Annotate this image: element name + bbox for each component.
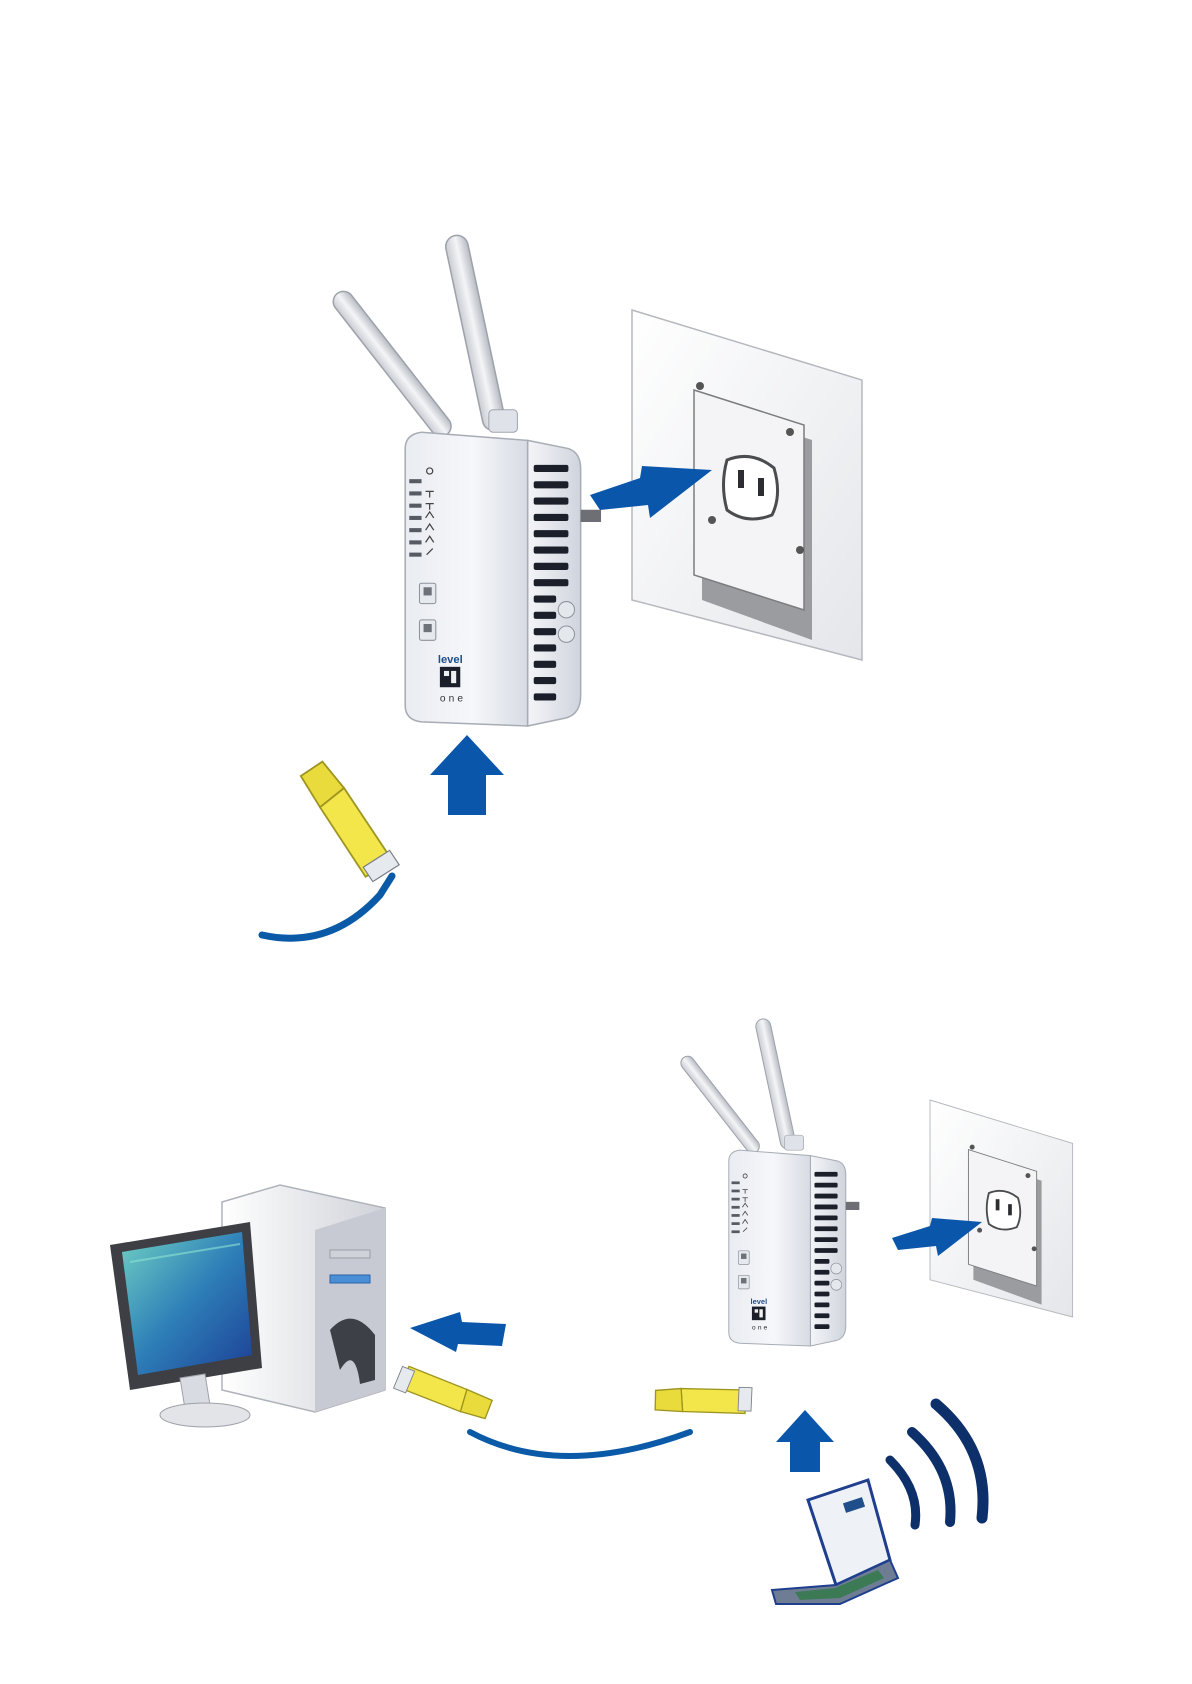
figure-connect-devices: [110, 1018, 1073, 1604]
arrow-up-icon: [776, 1410, 834, 1472]
wifi-waves-icon: [890, 1404, 983, 1525]
arrow-left-icon: [410, 1312, 506, 1352]
rj45-cable-top: [262, 762, 399, 939]
rj45-cable-bottom: [386, 1335, 762, 1456]
wall-outlet-bottom: [930, 1100, 1073, 1317]
powerline-adapter-bottom: [678, 1018, 859, 1346]
desktop-pc: [110, 1185, 385, 1427]
arrow-up-icon: [430, 735, 504, 815]
powerline-adapter-top: [329, 233, 601, 726]
laptop: [772, 1480, 898, 1604]
figure-plug-in-adapter: [262, 233, 862, 938]
